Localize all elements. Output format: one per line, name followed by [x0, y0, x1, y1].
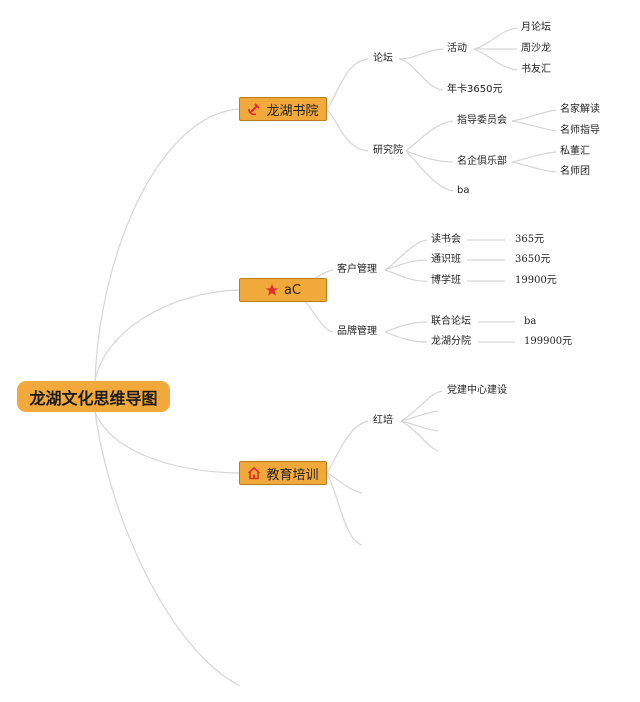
topic-private-board[interactable]: 私董汇 — [560, 146, 590, 157]
topic-scholar-class[interactable]: 博学班 — [431, 275, 461, 286]
branch-label: 龙湖书院 — [266, 103, 319, 119]
star-icon — [265, 283, 279, 297]
topic-book-club[interactable]: 书友汇 — [521, 64, 551, 75]
topic-monthly-forum[interactable]: 月论坛 — [521, 22, 551, 33]
topic-steering-committee[interactable]: 指导委员会 — [457, 115, 507, 126]
branch-label: aC — [283, 282, 302, 298]
topic-general-class[interactable]: 通识班 — [431, 254, 461, 265]
topic-party-center-building[interactable]: 党建中心建设 — [447, 385, 507, 396]
topic-annual-card[interactable]: 年卡3650元 — [447, 84, 503, 95]
hammer-sickle-icon — [247, 102, 261, 116]
topic-customer-management[interactable]: 客户管理 — [337, 264, 377, 275]
topic-red-training[interactable]: 红培 — [373, 415, 393, 426]
topic-expert-interpretation[interactable]: 名家解读 — [560, 104, 600, 115]
connector-lines — [94, 27, 557, 687]
topic-brand-management[interactable]: 品牌管理 — [337, 326, 377, 337]
topic-ba[interactable]: ba — [457, 185, 470, 196]
topic-activities[interactable]: 活动 — [447, 43, 467, 54]
root-topic[interactable]: 龙湖文化思维导图 — [17, 381, 170, 412]
topic-longhu-branch[interactable]: 龙湖分院 — [431, 336, 471, 347]
topic-forum[interactable]: 论坛 — [373, 53, 393, 64]
topic-reading-club[interactable]: 读书会 — [431, 234, 461, 245]
value-joint-forum: ba — [524, 316, 537, 327]
topic-weekly-salon[interactable]: 周沙龙 — [521, 43, 551, 54]
house-icon — [247, 466, 261, 480]
branch-education-training[interactable]: 教育培训 — [239, 461, 327, 485]
price-scholar-class: 19900元 — [515, 275, 557, 286]
branch-ac[interactable]: aC — [239, 278, 327, 302]
topic-master-guidance[interactable]: 名师指导 — [560, 125, 600, 136]
topic-joint-forum[interactable]: 联合论坛 — [431, 316, 471, 327]
branch-label: 教育培训 — [266, 467, 319, 483]
price-longhu-branch: 199900元 — [524, 336, 573, 347]
topic-research-institute[interactable]: 研究院 — [373, 145, 403, 156]
branch-longhu-academy[interactable]: 龙湖书院 — [239, 97, 327, 121]
price-reading-club: 365元 — [515, 234, 545, 245]
topic-master-group[interactable]: 名师团 — [560, 166, 590, 177]
price-general-class: 3650元 — [515, 254, 551, 265]
topic-enterprise-club[interactable]: 名企俱乐部 — [457, 156, 507, 167]
